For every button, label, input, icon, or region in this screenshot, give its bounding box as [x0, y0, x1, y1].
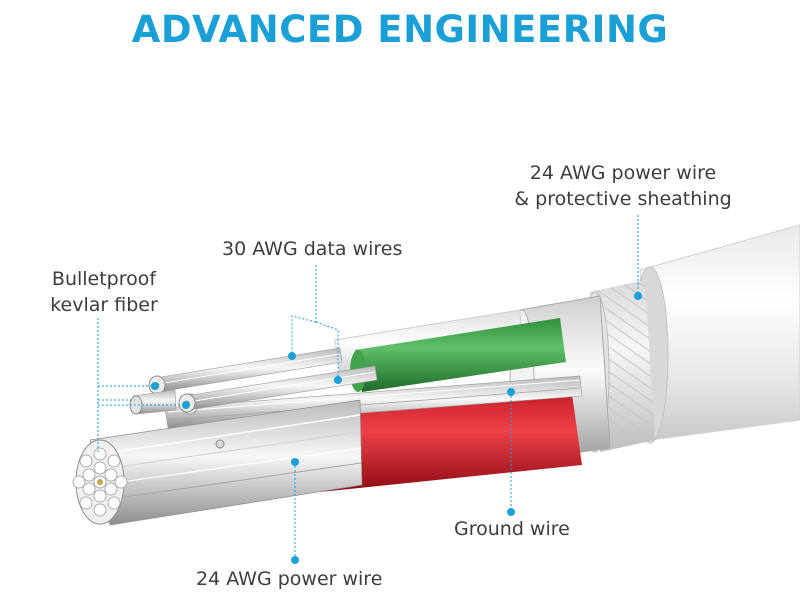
- label-ground-wire: Ground wire: [454, 518, 570, 540]
- label-power-wire: 24 AWG power wire: [196, 568, 383, 590]
- power-wire-strands: [72, 399, 363, 526]
- leader-kevlar: [97, 318, 186, 452]
- leader-data-wires: [291, 265, 339, 380]
- label-kevlar: Bulletproof kevlar fiber: [50, 268, 158, 316]
- outer-jacket: [631, 224, 800, 444]
- page-title: ADVANCED ENGINEERING: [131, 8, 669, 51]
- label-power-sheath: 24 AWG power wire & protective sheathing: [514, 162, 732, 210]
- label-data-wires: 30 AWG data wires: [222, 238, 403, 260]
- leader-dots: [151, 292, 642, 564]
- leader-lines: [97, 215, 639, 560]
- kevlar-fiber: [129, 389, 177, 415]
